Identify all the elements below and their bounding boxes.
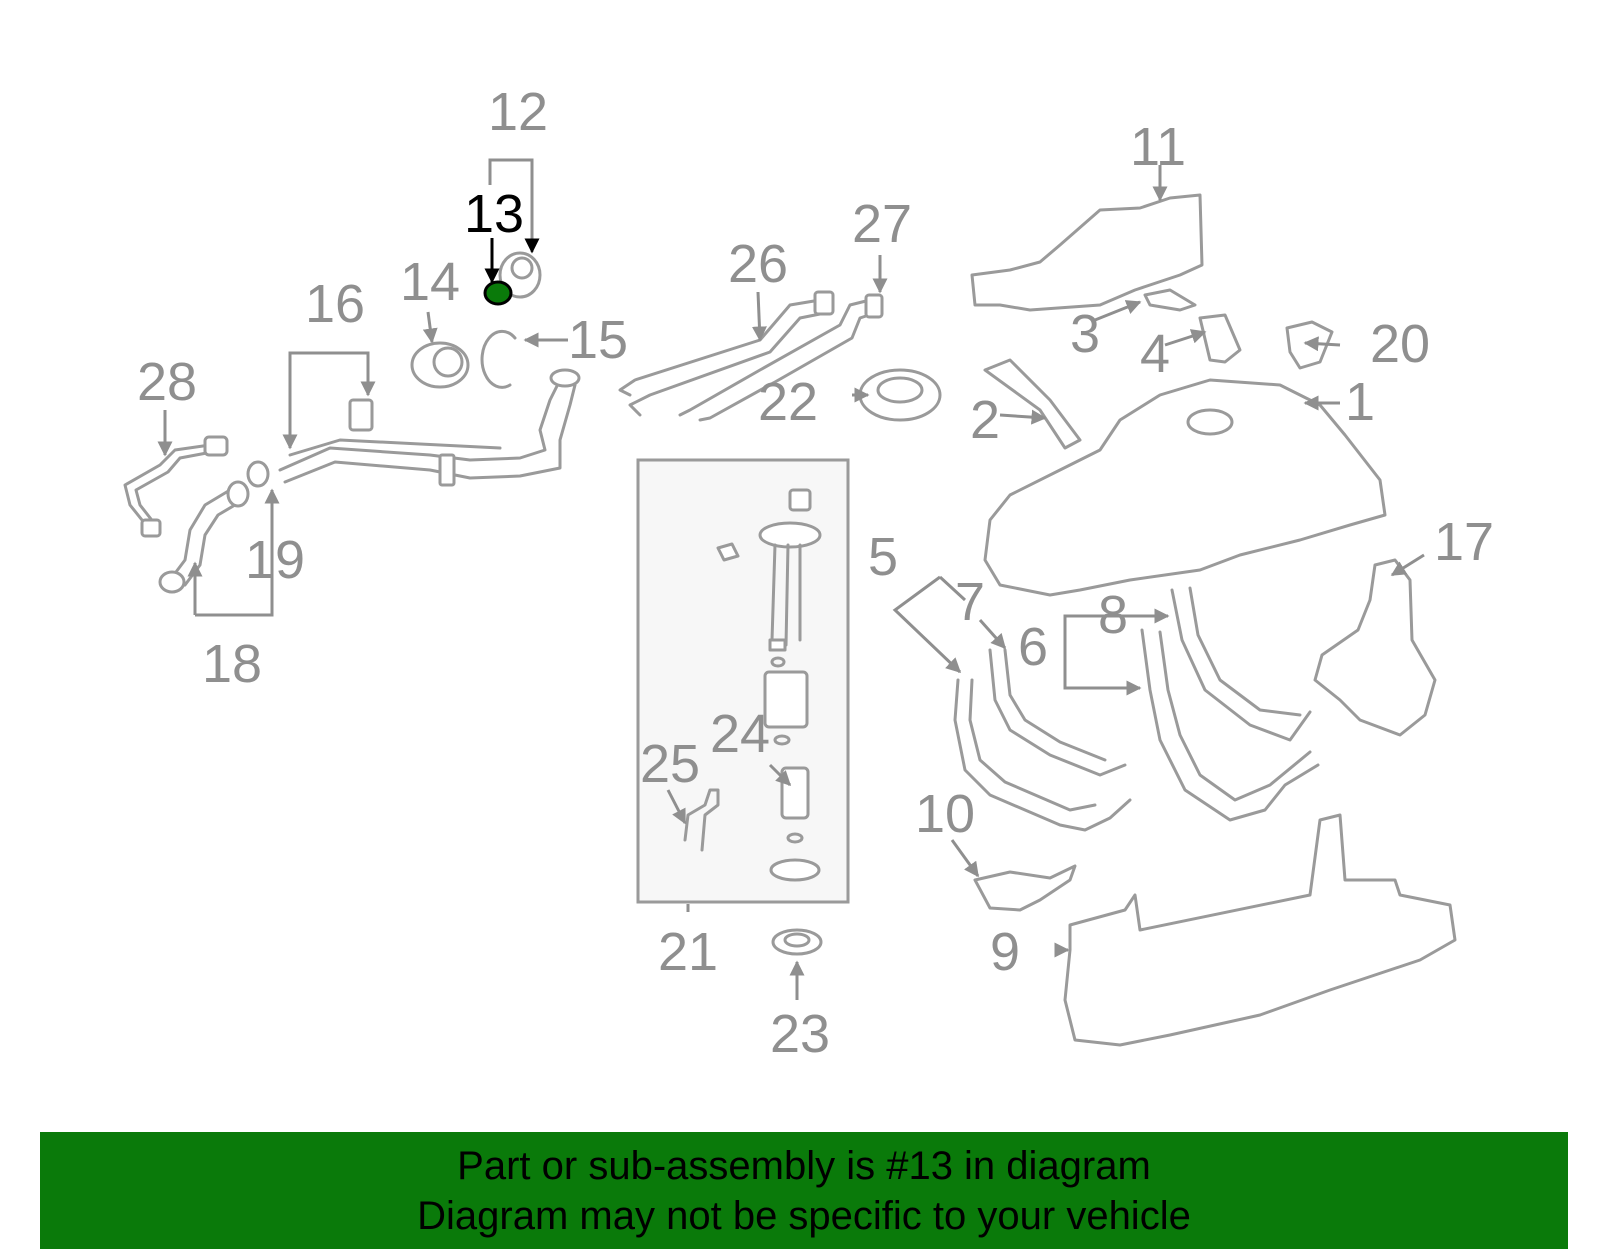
part-10-bracket bbox=[973, 864, 1077, 912]
callout-4: 4 bbox=[1140, 324, 1170, 384]
callout-9: 9 bbox=[990, 922, 1020, 982]
callout-5: 5 bbox=[868, 527, 898, 587]
part-11-heat-shield bbox=[970, 193, 1204, 312]
callout-16: 16 bbox=[305, 274, 365, 334]
callout-28: 28 bbox=[137, 352, 197, 412]
callout-10: 10 bbox=[915, 784, 975, 844]
part-22-ring bbox=[858, 368, 942, 422]
part-23-seal bbox=[771, 928, 823, 956]
part-21-pump-module bbox=[683, 488, 822, 882]
part-1-pump-opening bbox=[1186, 408, 1234, 436]
callout-20: 20 bbox=[1370, 314, 1430, 374]
callout-13[interactable]: 13 bbox=[464, 184, 524, 244]
part-6-strap bbox=[1140, 628, 1320, 822]
callout-24: 24 bbox=[710, 704, 770, 764]
callout-11: 11 bbox=[1130, 117, 1186, 177]
callout-25: 25 bbox=[640, 734, 700, 794]
callout-21: 21 bbox=[658, 922, 718, 982]
callout-18: 18 bbox=[202, 634, 262, 694]
callout-6: 6 bbox=[1018, 617, 1048, 677]
callout-7: 7 bbox=[955, 572, 985, 632]
callout-23: 23 bbox=[770, 1004, 830, 1064]
part-28-wire bbox=[123, 435, 229, 538]
part-4-pad bbox=[1198, 313, 1242, 364]
part-9-skid-plate bbox=[1063, 813, 1457, 1047]
callout-1: 1 bbox=[1345, 372, 1375, 432]
banner-line-disclaimer: Diagram may not be specific to your vehi… bbox=[417, 1193, 1191, 1238]
part-13-highlighted[interactable] bbox=[483, 280, 513, 306]
callout-2: 2 bbox=[970, 390, 1000, 450]
callout-14: 14 bbox=[400, 252, 460, 312]
part-26-27-fuel-lines bbox=[618, 290, 884, 422]
callout-3: 3 bbox=[1070, 304, 1100, 364]
info-banner: Part or sub-assembly is #13 in diagram D… bbox=[40, 1132, 1568, 1249]
part-16-filler-pipe bbox=[278, 368, 581, 487]
part-3-pad bbox=[1143, 288, 1197, 312]
callout-17: 17 bbox=[1434, 512, 1494, 572]
part-14-filler-cap-ring bbox=[410, 341, 470, 389]
callout-27: 27 bbox=[852, 194, 912, 254]
part-15-gasket bbox=[480, 329, 517, 389]
callout-22: 22 bbox=[758, 372, 818, 432]
callout-15: 15 bbox=[568, 310, 628, 370]
part-5-strap bbox=[953, 678, 1132, 832]
callout-26: 26 bbox=[728, 234, 788, 294]
part-21-assembly-box bbox=[636, 458, 850, 904]
banner-line-part-number: Part or sub-assembly is #13 in diagram bbox=[457, 1143, 1151, 1188]
callout-8: 8 bbox=[1098, 585, 1128, 645]
part-17-shield bbox=[1313, 558, 1437, 737]
callout-19: 19 bbox=[245, 530, 305, 590]
part-8-strap bbox=[1170, 586, 1312, 742]
part-7-strap bbox=[988, 648, 1127, 777]
part-1-fuel-tank bbox=[983, 378, 1387, 597]
callout-12: 12 bbox=[488, 82, 548, 142]
